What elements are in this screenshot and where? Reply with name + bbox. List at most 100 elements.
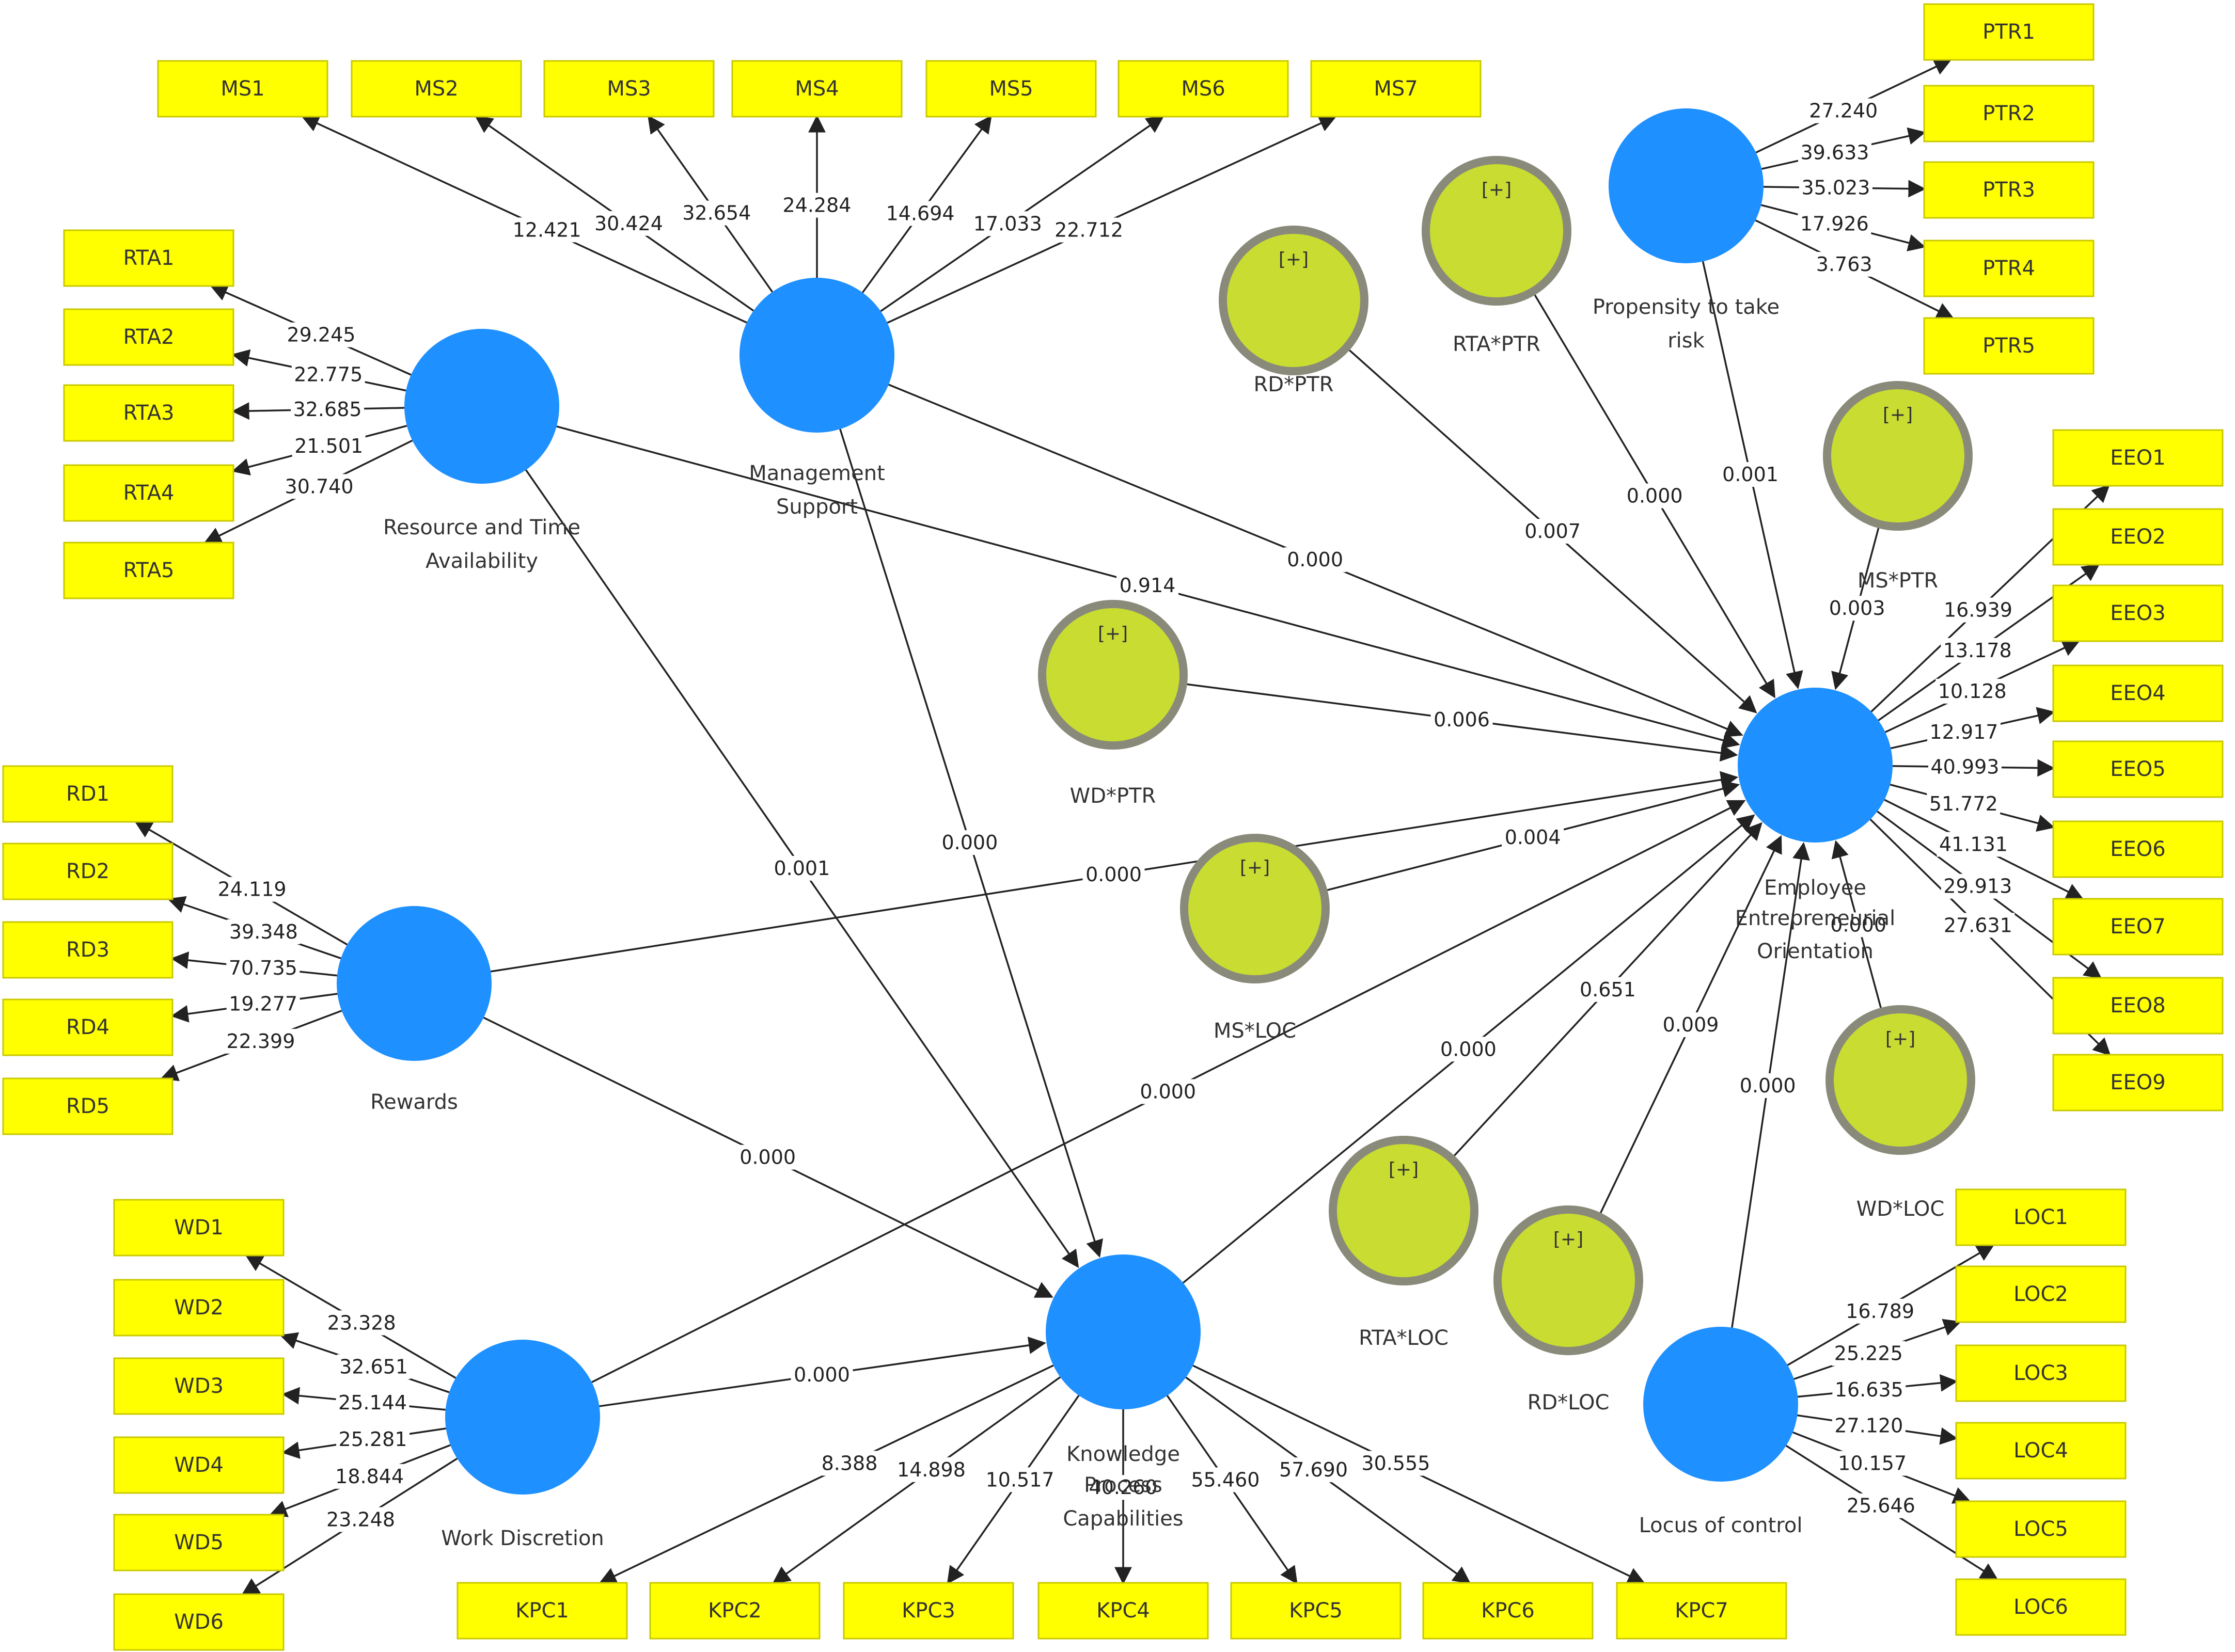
loading-ms2-bg bbox=[592, 211, 666, 236]
interaction-rdxloc bbox=[1493, 1205, 1643, 1355]
loading-eeo5: 40.993 bbox=[1930, 756, 1999, 779]
loading-rta5: 30.740 bbox=[285, 475, 354, 498]
loading-loc3-bg bbox=[1832, 1377, 1906, 1403]
indicator-rd1 bbox=[2, 765, 174, 823]
loading-kpc3-bg bbox=[983, 1467, 1057, 1492]
indicator-label-ms5: MS5 bbox=[989, 77, 1033, 101]
path-value-rtaxptr-eeo-bg bbox=[1624, 483, 1686, 509]
path-value-ptr-eeo: 0.001 bbox=[1722, 463, 1778, 486]
interaction-wdxloc bbox=[1825, 1005, 1975, 1155]
interaction-wdxptr bbox=[1038, 600, 1188, 750]
loading-eeo3-bg bbox=[1935, 678, 2009, 704]
indicator-label-wd2: WD2 bbox=[174, 1296, 224, 1320]
indicator-label-rd1: RD1 bbox=[66, 782, 109, 806]
loading-rd1-bg bbox=[215, 877, 289, 902]
indicator-label-ptr4: PTR4 bbox=[1982, 257, 2035, 280]
path-value-wdxloc-eeo-bg bbox=[1827, 912, 1890, 938]
indicator-label-rta1: RTA1 bbox=[123, 246, 174, 270]
path-value-rta-eeo-bg bbox=[1116, 573, 1179, 598]
indicator-label-ptr2: PTR2 bbox=[1982, 102, 2035, 125]
indicator-label-loc4: LOC4 bbox=[2013, 1439, 2068, 1463]
expand-marker-wdxloc[interactable]: [+] bbox=[1885, 1028, 1915, 1050]
path-value-kpc-eeo: 0.000 bbox=[1440, 1038, 1497, 1060]
loading-ms4: 24.284 bbox=[783, 194, 852, 217]
indicator-eeo9 bbox=[2052, 1054, 2224, 1111]
indicator-label-kpc4: KPC4 bbox=[1096, 1599, 1150, 1623]
indicator-label-eeo7: EEO7 bbox=[2110, 915, 2165, 939]
loading-rta1-bg bbox=[284, 322, 358, 347]
path-value-rd-kpc: 0.000 bbox=[739, 1146, 796, 1169]
indicator-ms5 bbox=[925, 60, 1097, 118]
path-value-rtaxloc-eeo-bg bbox=[1577, 977, 1639, 1002]
indicator-label-ptr1: PTR1 bbox=[1982, 20, 2035, 44]
indicator-label-loc3: LOC3 bbox=[2013, 1361, 2068, 1385]
expand-marker-rdxptr[interactable]: [+] bbox=[1279, 249, 1309, 270]
loading-rta4: 21.501 bbox=[294, 435, 363, 457]
construct-label-rd: Rewards bbox=[370, 1090, 458, 1114]
loading-ms7: 22.712 bbox=[1054, 219, 1123, 242]
loading-ptr3-bg bbox=[1799, 175, 1872, 200]
indicator-label-loc6: LOC6 bbox=[2013, 1595, 2068, 1619]
expand-marker-msxptr[interactable]: [+] bbox=[1883, 404, 1913, 425]
loading-kpc7-bg bbox=[1359, 1451, 1433, 1476]
expand-marker-msxloc[interactable]: [+] bbox=[1240, 857, 1270, 878]
path-value-loc-eeo-bg bbox=[1737, 1073, 1799, 1098]
path-value-rta-kpc-bg bbox=[770, 855, 833, 881]
indicator-eeo8 bbox=[2052, 977, 2224, 1035]
path-value-rd-eeo: 0.000 bbox=[1085, 863, 1142, 886]
indicator-kpc7 bbox=[1616, 1582, 1787, 1640]
loading-kpc1-bg bbox=[818, 1451, 880, 1476]
loading-wd4-bg bbox=[336, 1427, 410, 1452]
indicator-loc4 bbox=[1955, 1422, 2127, 1480]
indicator-wd1 bbox=[113, 1199, 285, 1257]
indicator-label-ptr5: PTR5 bbox=[1982, 334, 2035, 358]
expand-marker-rdxloc[interactable]: [+] bbox=[1553, 1229, 1583, 1250]
path-value-rdxptr-eeo-bg bbox=[1521, 519, 1584, 544]
loading-kpc6-bg bbox=[1277, 1457, 1350, 1483]
loading-rd3-bg bbox=[226, 955, 300, 980]
indicator-wd3 bbox=[113, 1357, 285, 1415]
indicator-kpc2 bbox=[649, 1582, 821, 1640]
loading-wd5-bg bbox=[333, 1464, 406, 1489]
interaction-label-rdxloc: RD*LOC bbox=[1528, 1391, 1610, 1415]
loading-ptr2-bg bbox=[1798, 140, 1871, 165]
indicator-label-ms3: MS3 bbox=[607, 77, 651, 101]
loading-eeo5-bg bbox=[1928, 754, 2002, 780]
loading-kpc5-bg bbox=[1188, 1467, 1262, 1492]
construct-label-loc: Locus of control bbox=[1639, 1514, 1803, 1537]
path-value-msxloc-eeo-bg bbox=[1502, 825, 1564, 850]
loading-eeo3: 10.128 bbox=[1938, 680, 2007, 703]
interaction-label-wdxloc: WD*LOC bbox=[1856, 1197, 1945, 1221]
loading-kpc1: 8.388 bbox=[822, 1452, 878, 1474]
loading-eeo4-bg bbox=[1927, 719, 2001, 744]
interaction-label-rtaxptr: RTA*PTR bbox=[1453, 332, 1540, 356]
loading-eeo1-bg bbox=[1941, 597, 2015, 623]
path-value-wdxptr-eeo: 0.006 bbox=[1434, 708, 1490, 731]
path-value-wdxptr-eeo-bg bbox=[1430, 707, 1493, 732]
loading-ms5-bg bbox=[884, 201, 957, 226]
indicator-kpc6 bbox=[1422, 1582, 1594, 1640]
indicator-label-kpc6: KPC6 bbox=[1481, 1599, 1535, 1623]
expand-marker-wdxptr[interactable]: [+] bbox=[1098, 623, 1128, 644]
loading-loc1: 16.789 bbox=[1846, 1300, 1914, 1323]
expand-marker-rtaxptr[interactable]: [+] bbox=[1482, 179, 1512, 200]
loading-ms7-bg bbox=[1052, 217, 1126, 243]
indicator-loc6 bbox=[1955, 1578, 2127, 1636]
expand-marker-rtaxloc[interactable]: [+] bbox=[1389, 1159, 1419, 1180]
loading-ms5: 14.694 bbox=[886, 202, 955, 225]
loading-eeo9-bg bbox=[1941, 913, 2015, 938]
indicator-label-kpc7: KPC7 bbox=[1675, 1599, 1728, 1623]
indicator-ptr2 bbox=[1923, 85, 2095, 142]
indicator-label-loc2: LOC2 bbox=[2013, 1282, 2068, 1306]
construct-rta bbox=[404, 329, 559, 484]
indicator-label-wd6: WD6 bbox=[174, 1610, 224, 1634]
indicator-label-eeo6: EEO6 bbox=[2110, 837, 2165, 861]
indicator-kpc1 bbox=[457, 1582, 628, 1640]
construct-kpc bbox=[1046, 1254, 1201, 1409]
indicator-kpc3 bbox=[843, 1582, 1014, 1640]
indicator-wd4 bbox=[113, 1436, 285, 1494]
interaction-rdxptr bbox=[1219, 226, 1368, 375]
